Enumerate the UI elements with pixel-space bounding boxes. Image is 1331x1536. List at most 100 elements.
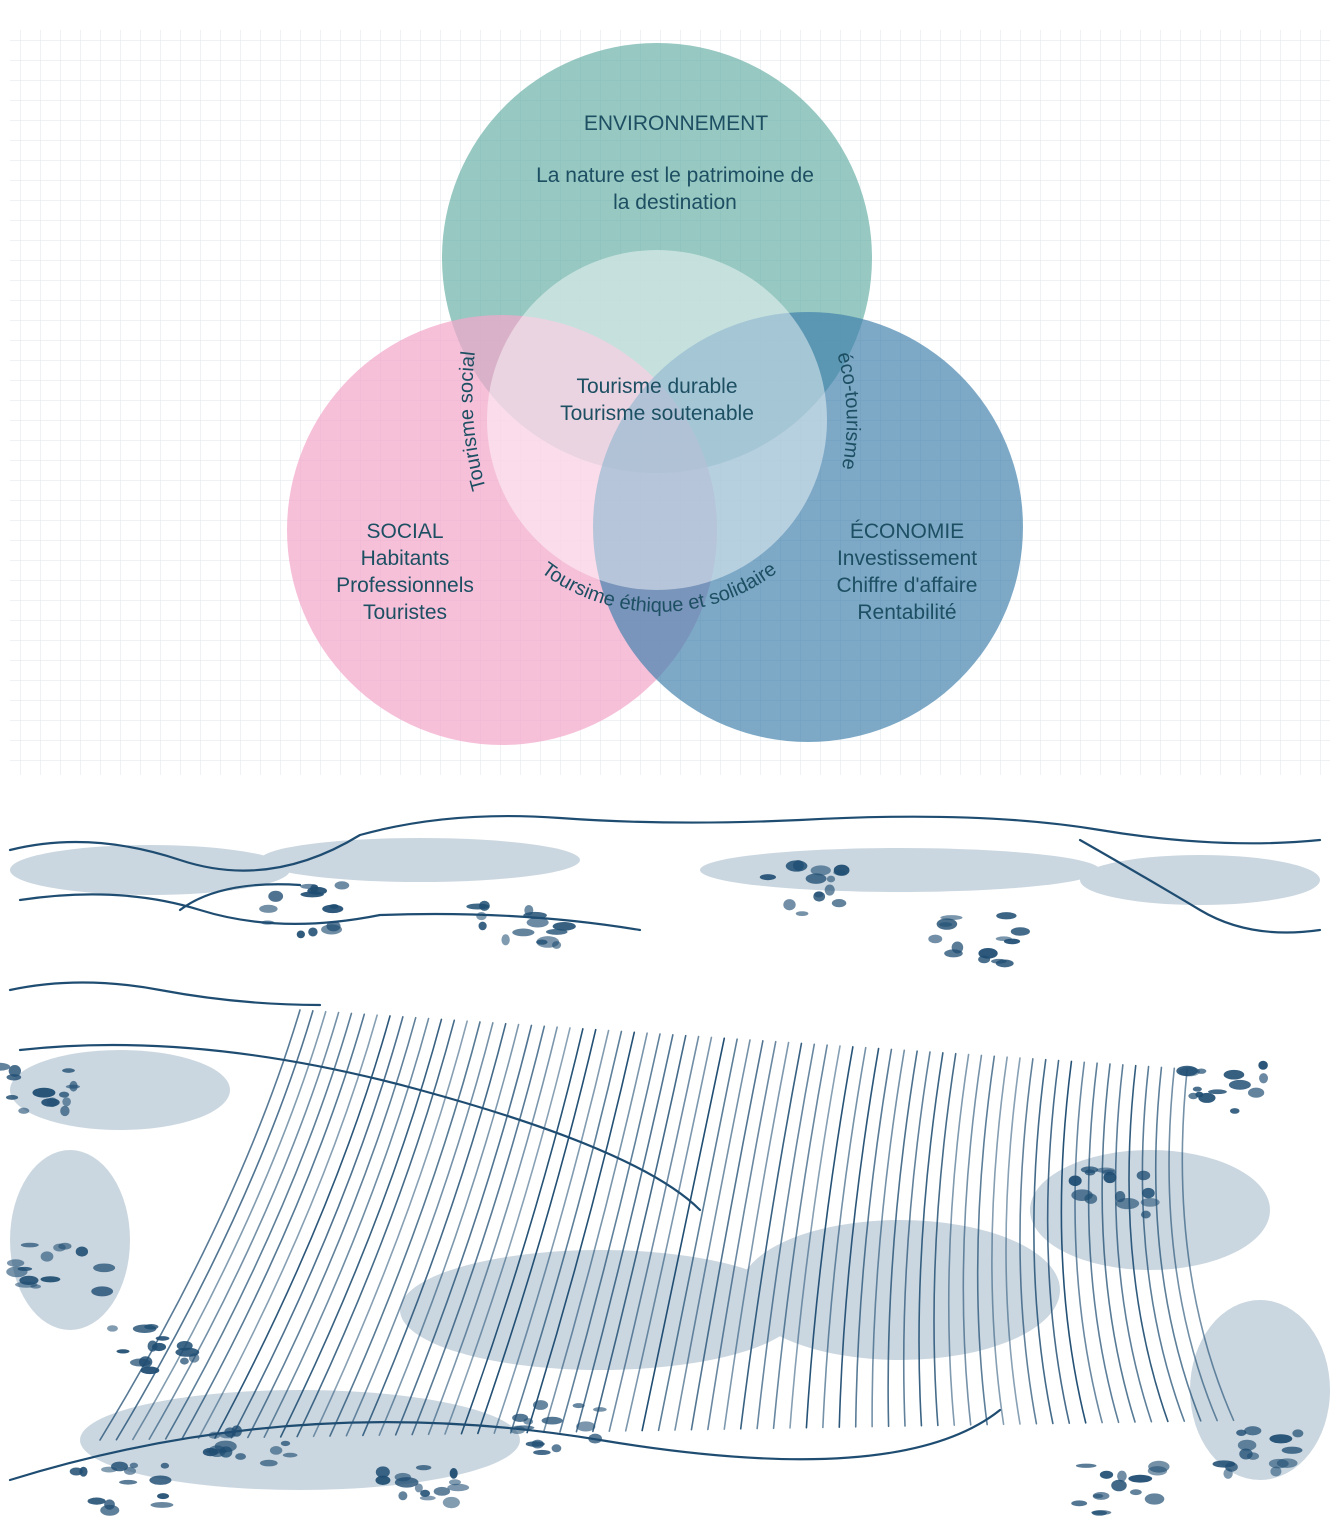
shrub-mark (541, 1416, 563, 1425)
shrub-mark (449, 1467, 458, 1479)
shrub-mark (552, 941, 562, 949)
social-line: Habitants (361, 547, 450, 570)
shrub-mark (824, 884, 835, 896)
vine-row (132, 1010, 327, 1441)
shrub-mark (512, 928, 535, 937)
shrub-mark (321, 924, 342, 935)
vine-row (1168, 1067, 1218, 1422)
shrub-mark (447, 1483, 470, 1492)
shrub-mark (936, 918, 958, 930)
shrub-mark (1247, 1087, 1265, 1098)
economy-title: ÉCONOMIE (850, 520, 964, 543)
shrub-mark (144, 1324, 159, 1330)
vine-row (805, 1046, 854, 1429)
vine-row (657, 1038, 738, 1432)
vine-row (1114, 1064, 1153, 1423)
shrub-mark (1114, 1190, 1126, 1203)
shrub-mark (0, 1062, 11, 1071)
vine-row (756, 1043, 816, 1430)
shrub-mark (62, 1097, 71, 1107)
shrub-mark (448, 1479, 461, 1486)
shrub-mark (1223, 1069, 1245, 1080)
shrub-mark (1258, 1060, 1268, 1070)
shrub-mark (1228, 1079, 1251, 1090)
shrub-mark (260, 920, 275, 925)
vine-row (789, 1045, 841, 1429)
shrub-mark (119, 1479, 138, 1485)
vine-row (164, 1012, 353, 1440)
shrub-mark (1068, 1175, 1082, 1187)
shrub-mark (415, 1465, 432, 1471)
shrub-mark (433, 1486, 451, 1496)
shrub-mark (231, 1425, 243, 1437)
shrub-mark (208, 1431, 221, 1439)
shrub-mark (334, 881, 350, 890)
vine-row (312, 1020, 468, 1438)
shrub-mark (6, 1074, 22, 1081)
shrub-mark (1192, 1086, 1202, 1092)
shrub-mark (525, 1441, 545, 1447)
shrub-mark (40, 1276, 61, 1283)
vine-row (559, 1033, 661, 1433)
economy-line: Rentabilité (857, 601, 956, 624)
shrub-mark (1075, 1463, 1097, 1468)
shrub-mark (1092, 1493, 1104, 1499)
shrub-mark (111, 1461, 129, 1472)
shrub-mark (1091, 1510, 1108, 1516)
shrub-mark (129, 1358, 151, 1367)
vine-row (509, 1030, 623, 1434)
shrub-mark (810, 865, 831, 876)
vine-row (838, 1047, 880, 1428)
shrub-mark (759, 874, 776, 881)
shrub-mark (1237, 1439, 1257, 1451)
shrub-mark (1010, 927, 1030, 936)
shrub-mark (106, 1325, 118, 1332)
shrub-mark (533, 1449, 551, 1456)
social-line: Touristes (363, 601, 447, 624)
shrub-mark (1111, 1479, 1127, 1492)
shrub-mark (32, 1087, 56, 1098)
vine-row (197, 1014, 378, 1440)
shrub-mark (123, 1467, 137, 1475)
shrub-mark (805, 873, 827, 884)
shrub-mark (523, 1418, 534, 1425)
shrub-mark (996, 912, 1017, 920)
vine-row (362, 1022, 507, 1437)
vine-row (99, 1009, 301, 1441)
shrub-mark (188, 1353, 200, 1363)
wash-blob (400, 1250, 800, 1370)
vine-row (460, 1028, 584, 1435)
shrub-mark (995, 959, 1014, 968)
shrub-mark (1117, 1470, 1127, 1482)
vine-row (493, 1029, 610, 1434)
shrub-mark (375, 1466, 390, 1478)
shrub-mark (572, 1403, 585, 1409)
vine-row (444, 1027, 571, 1435)
vine-row (279, 1018, 443, 1438)
shrub-mark (793, 860, 804, 871)
shrub-mark (87, 1497, 106, 1505)
environment-line: la destination (613, 191, 737, 214)
vine-row (991, 1056, 1008, 1426)
vine-row (1046, 1059, 1071, 1424)
vine-row (1154, 1066, 1202, 1422)
shrub-mark (310, 884, 319, 894)
shrub-mark (1140, 1197, 1160, 1207)
shrub-mark (420, 1489, 431, 1497)
vine-row (1033, 1058, 1054, 1425)
vine-row (296, 1019, 456, 1438)
shrub-mark (442, 1496, 460, 1509)
shrub-mark (576, 1421, 596, 1432)
shrub-mark (296, 930, 305, 939)
shrub-mark (280, 1440, 291, 1447)
shrub-mark (104, 1499, 115, 1510)
vine-row (608, 1035, 700, 1432)
shrub-mark (40, 1251, 54, 1262)
vine-row (394, 1024, 533, 1436)
vine-row (1005, 1057, 1021, 1425)
wash-blob (260, 838, 580, 882)
shrub-mark (300, 891, 324, 898)
shrub-mark (1270, 1466, 1282, 1477)
shrub-mark (58, 1091, 70, 1098)
vine-row (1128, 1064, 1169, 1423)
